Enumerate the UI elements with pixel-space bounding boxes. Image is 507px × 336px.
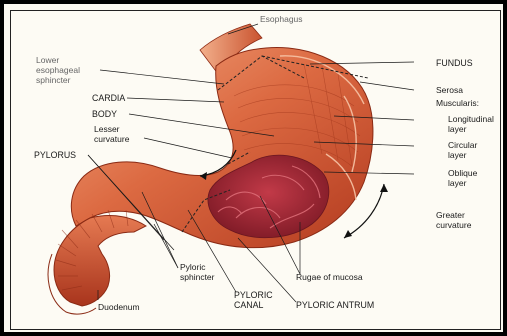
stomach-illustration [4, 4, 507, 336]
label-longitudinal-layer: Longitudinal layer [448, 114, 494, 134]
label-rugae-of-mucosa: Rugae of mucosa [296, 272, 363, 282]
label-lower-esophageal-sphincter: Lower esophageal sphincter [36, 55, 80, 85]
label-fundus: FUNDUS [436, 58, 473, 68]
label-greater-curvature: Greater curvature [436, 210, 471, 230]
label-serosa: Serosa [436, 85, 463, 95]
label-oblique-layer: Oblique layer [448, 168, 477, 188]
label-pyloric-antrum: PYLORIC ANTRUM [296, 300, 374, 310]
label-cardia: CARDIA [92, 93, 125, 103]
label-duodenum: Duodenum [98, 302, 140, 312]
label-pyloric-canal: PYLORIC CANAL [234, 290, 273, 310]
label-esophagus: Esophagus [260, 14, 303, 24]
label-body: BODY [92, 109, 117, 119]
label-circular-layer: Circular layer [448, 140, 477, 160]
duodenum-shape [54, 216, 146, 306]
label-pyloric-sphincter: Pyloric sphincter [180, 262, 215, 282]
label-muscularis: Muscularis: [436, 98, 479, 108]
label-pylorus: PYLORUS [34, 150, 76, 160]
label-lesser-curvature: Lesser curvature [94, 124, 129, 144]
